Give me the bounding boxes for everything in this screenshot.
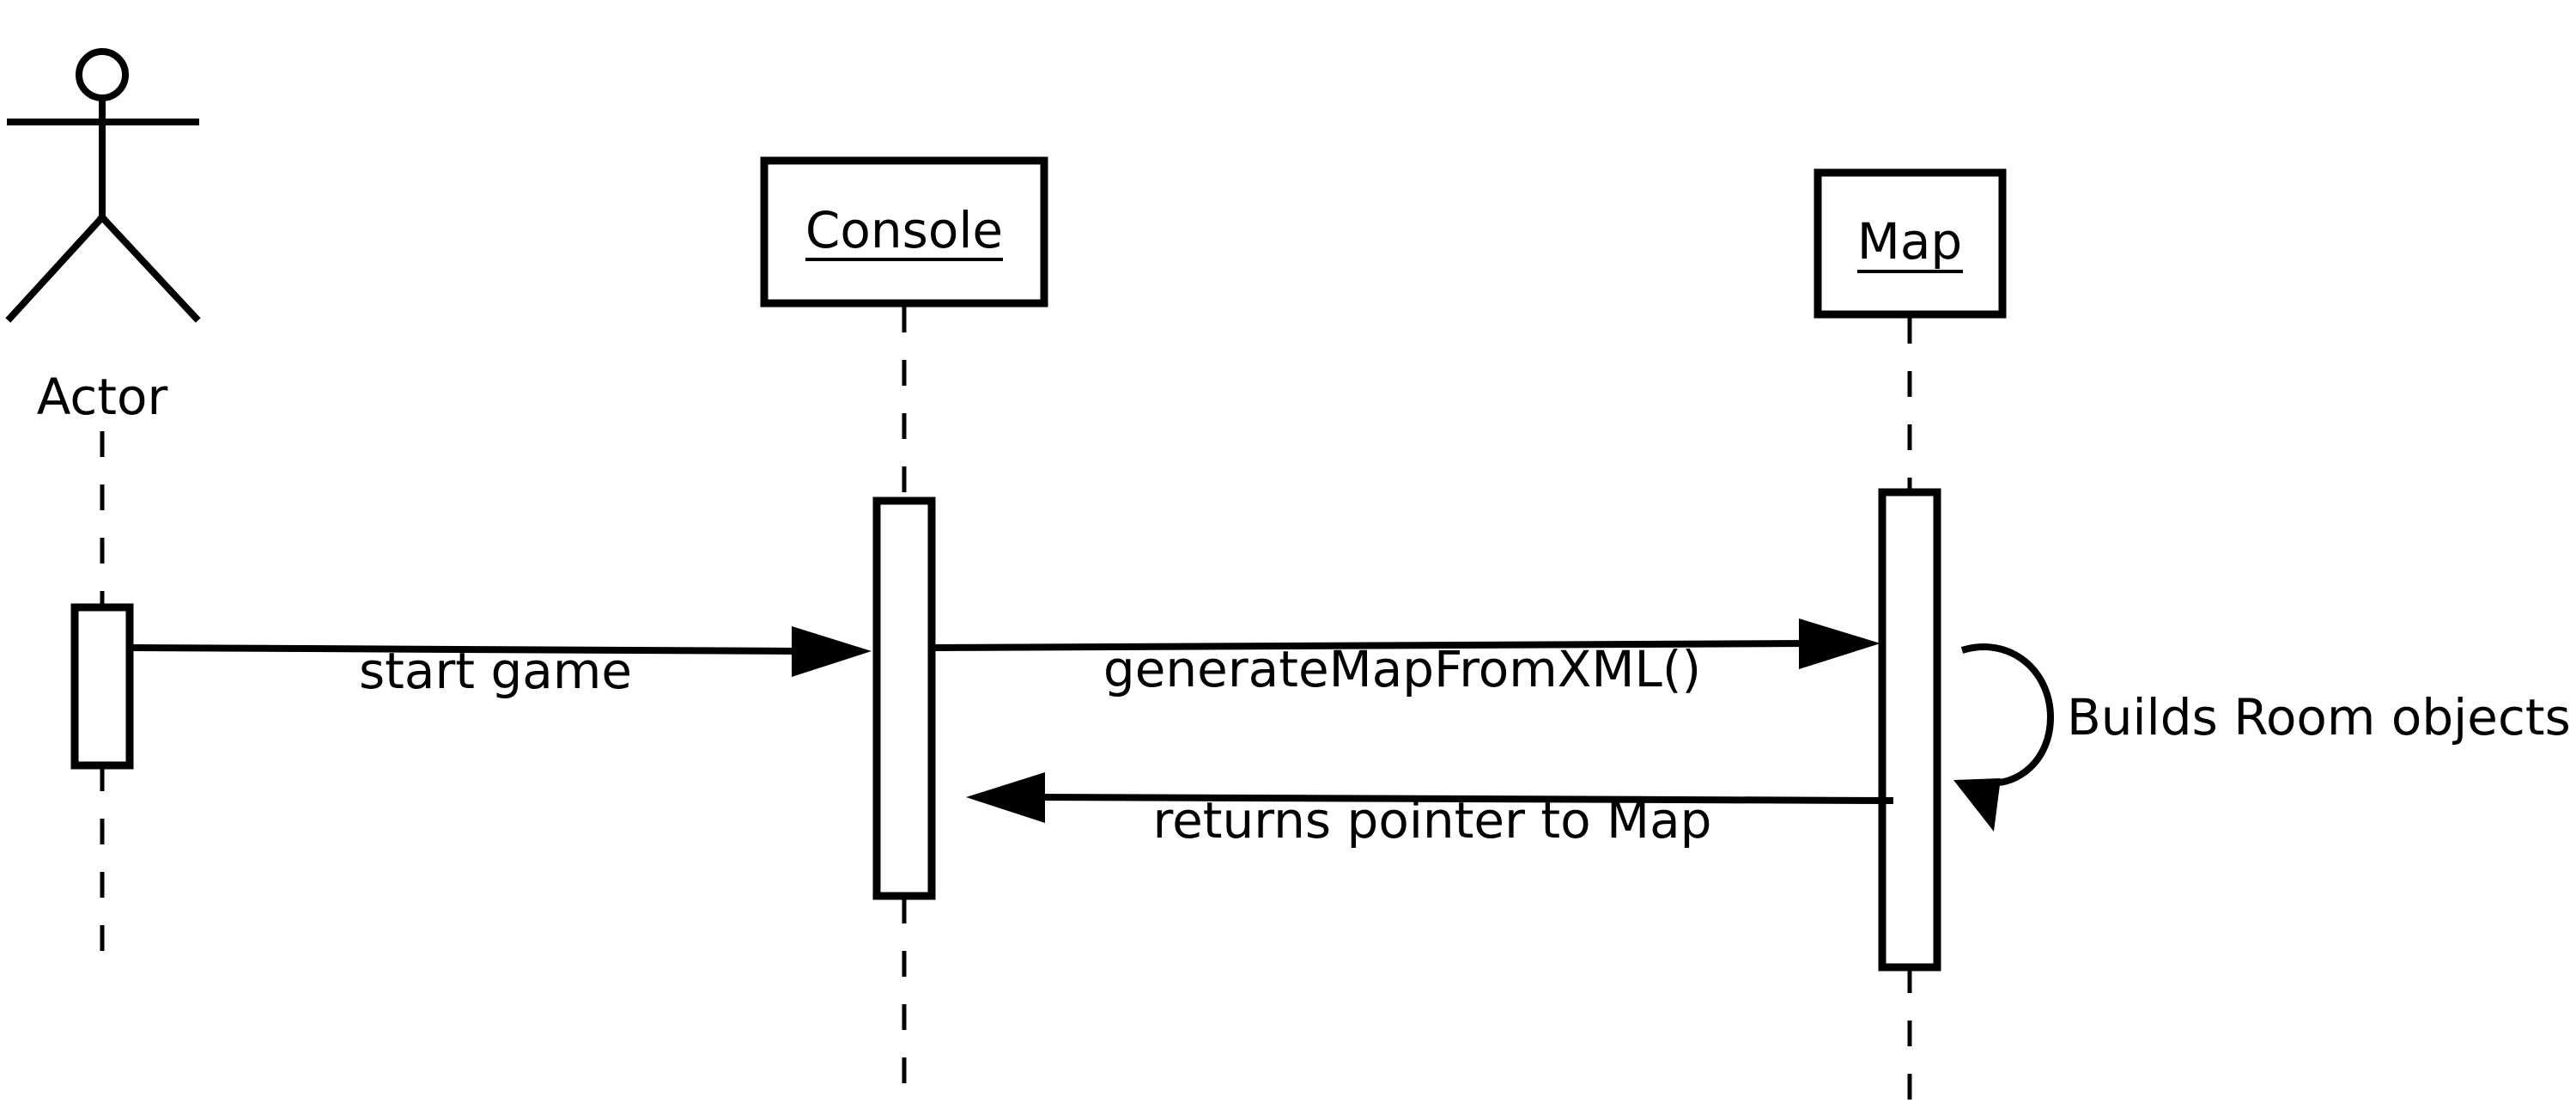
map-label: Map [1857,212,1962,271]
start-game-arrowhead-icon [792,626,872,677]
actor-activation-bar [70,603,134,770]
start-game-label: start game [359,642,632,700]
generate-map-arrow-line [931,640,1808,651]
actor-label: Actor [37,368,168,426]
console-activation-bar [872,497,936,900]
return-map-arrowhead-icon [966,772,1045,823]
self-call-label: Builds Room objects [2067,688,2571,746]
console-label: Console [805,201,1003,259]
self-call-arrowhead-icon [1953,778,2001,832]
map-object-box [1814,168,2007,319]
message-return-map: returns pointer to Map [966,772,1894,850]
message-self-call: Builds Room objects [1953,643,2571,832]
generate-map-arrowhead-icon [1799,618,1880,669]
message-start-game: start game [129,626,872,700]
self-call-loop-arrow [1960,643,2055,787]
return-map-label: returns pointer to Map [1153,791,1712,850]
generate-map-label: generateMapFromXML() [1103,640,1701,698]
message-generate-map: generateMapFromXML() [931,618,1880,698]
stick-figure-icon [5,48,201,323]
console-object-box [760,156,1048,308]
actor-participant: Actor [5,48,201,966]
map-participant: Map [1814,168,2007,1109]
console-participant: Console [760,156,1048,1109]
map-activation-bar [1878,488,1941,972]
start-game-arrow-line [129,644,799,655]
return-map-arrow-line [1030,794,1894,804]
